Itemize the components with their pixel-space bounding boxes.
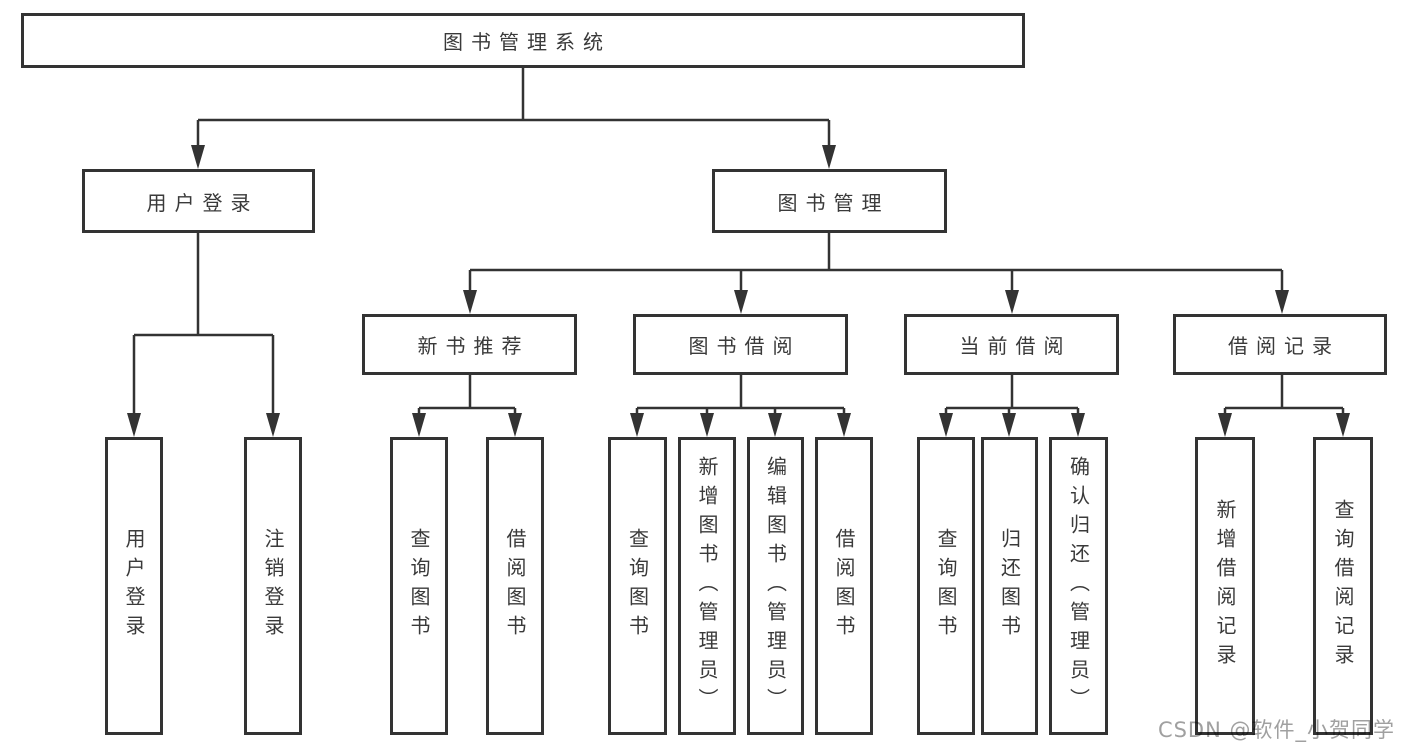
node-label: 图书借阅 [688,334,801,358]
node-label: 借阅记录 [1228,334,1340,358]
node-label: 新书推荐 [417,334,530,358]
leaf-borrow-books-borrowing: 借阅图书 [815,437,873,735]
leaf-edit-book-admin: 编辑图书（管理员） [747,437,804,735]
node-user-login: 用户登录 [82,169,315,233]
node-new-book-recommend: 新书推荐 [362,314,577,375]
leaf-add-borrow-record: 新增借阅记录 [1195,437,1255,735]
node-label: 当前借阅 [959,334,1072,358]
node-label: 查询图书 [625,528,650,644]
node-current-borrowing: 当前借阅 [904,314,1119,375]
node-label: 确认归还（管理员） [1066,455,1091,717]
leaf-query-borrow-record: 查询借阅记录 [1313,437,1373,735]
node-label: 借阅图书 [832,528,856,644]
node-label: 归还图书 [997,528,1022,644]
node-label: 用户登录 [146,190,259,215]
leaf-borrow-books-recommend: 借阅图书 [486,437,544,735]
node-label: 新增图书（管理员） [695,455,719,717]
leaf-query-books-borrowing: 查询图书 [608,437,667,735]
connector-segments [132,68,1345,414]
leaf-query-books-recommend: 查询图书 [390,437,448,735]
node-label: 借阅图书 [503,528,527,644]
node-label: 查询借阅记录 [1331,499,1355,673]
csdn-watermark: CSDN @软件_小贺同学 [1157,718,1395,742]
leaf-add-book-admin: 新增图书（管理员） [678,437,736,735]
leaf-confirm-return-admin: 确认归还（管理员） [1049,437,1108,735]
node-label: 注销登录 [261,528,285,644]
node-label: 查询图书 [407,528,431,644]
node-book-management: 图书管理 [712,169,947,233]
node-borrowing-records: 借阅记录 [1173,314,1387,375]
node-library-system: 图书管理系统 [21,13,1025,68]
node-label: 查询图书 [934,528,958,644]
leaf-logout: 注销登录 [244,437,302,735]
arrowheads [127,145,1350,437]
node-label: 图书管理系统 [443,30,611,54]
node-label: 用户登录 [122,528,146,644]
leaf-user-login: 用户登录 [105,437,163,735]
node-book-borrowing: 图书借阅 [633,314,848,375]
node-label: 新增借阅记录 [1213,499,1237,673]
leaf-query-books-current: 查询图书 [917,437,975,735]
node-label: 图书管理 [777,190,890,215]
node-label: 编辑图书（管理员） [763,455,788,717]
leaf-return-books: 归还图书 [981,437,1038,735]
